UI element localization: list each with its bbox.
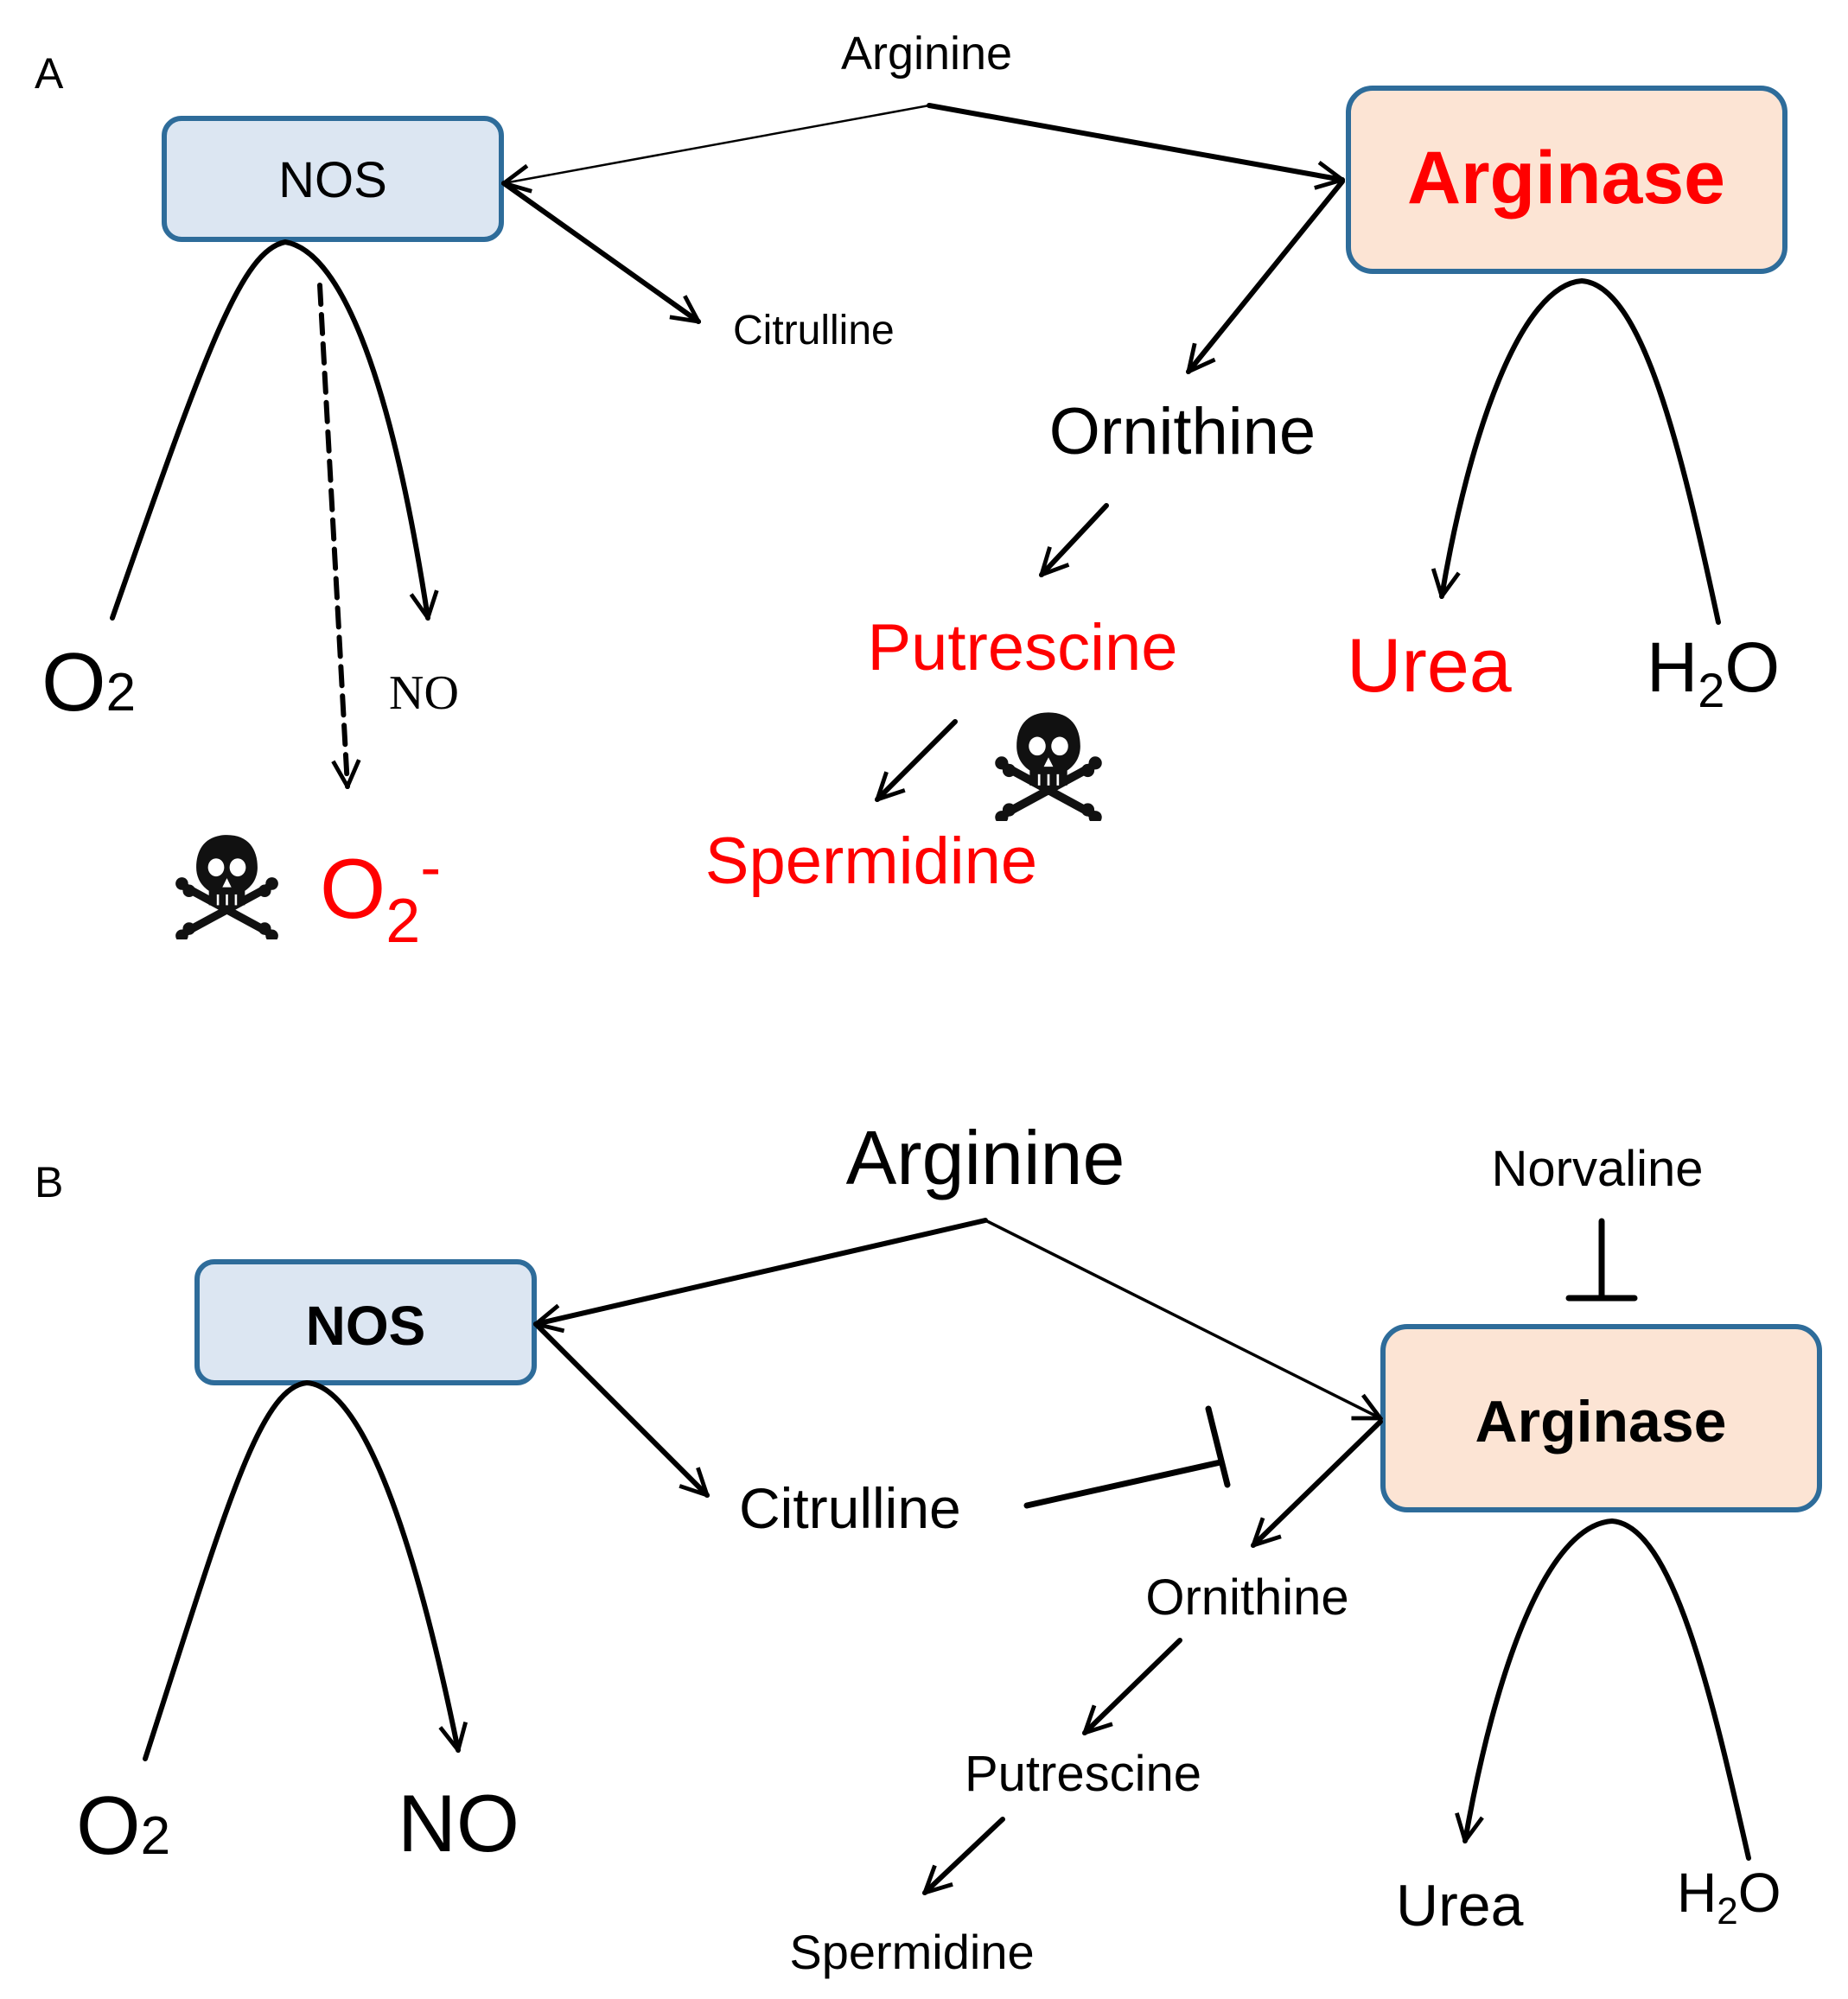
- panel-a: A Arginine NOS Arginase Citrulline Ornit…: [35, 28, 1787, 956]
- edge-arginine-to-arginase-b: [984, 1219, 1380, 1418]
- edge-ornithine-to-putrescine-b: [1085, 1638, 1182, 1733]
- ornithine-label-a: Ornithine: [1049, 395, 1316, 468]
- citrulline-label-b: Citrulline: [739, 1476, 961, 1540]
- arginine-label-b: Arginine: [846, 1115, 1125, 1200]
- panel-b: B Arginine Norvaline NOS Arginase: [35, 1115, 1822, 1979]
- arginase-enzyme-box-b: Arginase: [1380, 1324, 1822, 1512]
- nos-enzyme-box-a: NOS: [162, 116, 504, 242]
- edge-arginase-to-ornithine-a: [1188, 179, 1345, 372]
- edge-ornithine-to-putrescine-a: [1042, 503, 1109, 575]
- edge-putrescine-to-spermidine-b: [925, 1817, 1005, 1893]
- edge-arginase-h2o-to-urea-a: [1442, 278, 1721, 625]
- urea-label-a: Urea: [1347, 622, 1512, 708]
- edge-arginine-to-nos-a: [504, 104, 931, 183]
- panel-b-label: B: [35, 1158, 63, 1206]
- skull-crossbones-icon: [175, 835, 278, 942]
- no-label-a: NO: [389, 666, 459, 720]
- edge-nos-to-superoxide-dashed-a: [317, 283, 347, 786]
- spermidine-label-b: Spermidine: [789, 1925, 1034, 1979]
- no-label-b: NO: [398, 1778, 519, 1868]
- skull-crossbones-icon: [995, 712, 1102, 824]
- h2o-label-b: H2O: [1677, 1862, 1781, 1932]
- arginase-label-b: Arginase: [1475, 1389, 1727, 1455]
- urea-label-b: Urea: [1396, 1873, 1524, 1939]
- norvaline-label-b: Norvaline: [1492, 1141, 1704, 1197]
- edge-arginase-to-ornithine-b: [1253, 1419, 1383, 1545]
- norvaline-inhibits-arginase: [1565, 1218, 1638, 1302]
- citrulline-inhibits-ornithine: [1023, 1405, 1231, 1509]
- edge-arginine-to-nos-b: [536, 1218, 988, 1324]
- panel-a-label: A: [35, 49, 64, 98]
- citrulline-label-a: Citrulline: [733, 308, 895, 353]
- putrescine-label-b: Putrescine: [965, 1746, 1201, 1802]
- edge-arginine-to-arginase-a: [927, 103, 1342, 180]
- edge-nos-to-citrulline-a: [501, 181, 698, 321]
- edge-arginase-h2o-to-urea-b: [1465, 1518, 1751, 1861]
- edge-nos-o2-to-no-b: [143, 1380, 458, 1761]
- putrescine-label-a: Putrescine: [867, 611, 1177, 684]
- ornithine-label-b: Ornithine: [1145, 1569, 1348, 1626]
- spermidine-label-a: Spermidine: [705, 824, 1037, 898]
- nos-label-b: NOS: [306, 1295, 426, 1357]
- edge-nos-to-citrulline-b: [533, 1321, 707, 1495]
- nos-label-a: NOS: [278, 152, 387, 208]
- edge-putrescine-to-spermidine-a: [877, 719, 958, 799]
- nos-enzyme-box-b: NOS: [194, 1259, 537, 1385]
- arginase-enzyme-box-a: Arginase: [1346, 86, 1787, 274]
- superoxide-label-a: O2-: [320, 833, 441, 956]
- o2-label-a: O2: [41, 636, 136, 729]
- o2-label-b: O2: [76, 1779, 170, 1872]
- arginine-label-a: Arginine: [841, 28, 1012, 80]
- arginase-label-a: Arginase: [1407, 137, 1725, 220]
- h2o-label-a: H2O: [1647, 628, 1780, 717]
- edge-nos-o2-to-no-a: [110, 239, 428, 618]
